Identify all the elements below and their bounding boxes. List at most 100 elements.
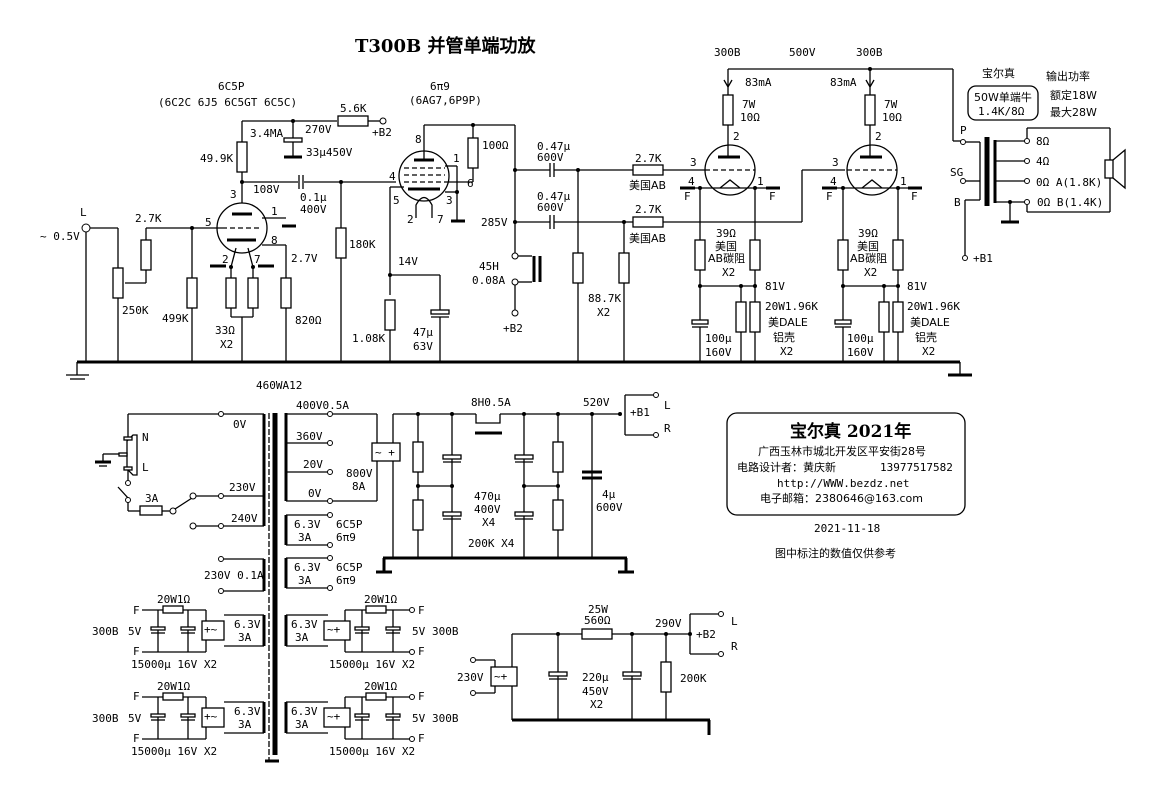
svg-text:560Ω: 560Ω — [584, 614, 611, 627]
svg-text:~+: ~+ — [327, 710, 341, 723]
svg-text:7W: 7W — [742, 98, 756, 111]
svg-text:230V: 230V — [457, 671, 484, 684]
svg-text:20W1.96K: 20W1.96K — [765, 300, 818, 313]
stage1-subs: (6C2C 6J5 6C5GT 6C5C) — [158, 96, 297, 109]
bridge-rectifier-icon — [371, 442, 401, 462]
credits-email[interactable]: 电子邮箱：2380646@163.com — [760, 491, 923, 505]
bridge-rectifier-icon — [201, 707, 225, 728]
svg-text:+B1: +B1 — [973, 252, 993, 265]
svg-text:3: 3 — [230, 188, 237, 201]
credits-address: 广西玉林市城北开发区平安街28号 — [758, 444, 926, 458]
schematic-title: T300B 并管单端功放 — [355, 35, 536, 57]
svg-text:5: 5 — [393, 194, 400, 207]
svg-text:F: F — [769, 190, 776, 203]
svg-text:8A: 8A — [352, 480, 366, 493]
svg-text:290V: 290V — [655, 617, 682, 630]
svg-text:50W单端牛: 50W单端牛 — [974, 90, 1032, 104]
svg-text:+B2: +B2 — [503, 322, 523, 335]
svg-text:F: F — [133, 645, 140, 658]
svg-text:F: F — [418, 604, 425, 617]
svg-text:美国AB: 美国AB — [629, 179, 666, 192]
svg-text:800V: 800V — [346, 467, 373, 480]
svg-text:R: R — [664, 422, 671, 435]
svg-text:5V: 5V — [128, 625, 142, 638]
svg-text:8: 8 — [415, 133, 422, 146]
credits-website[interactable]: http://WWW.bezdz.net — [777, 477, 909, 490]
filament-supply-right-2: 6.3V 3A ~+ 20W1Ω F 5V 300B F 15000μ 16V … — [284, 680, 459, 758]
svg-text:47μ: 47μ — [413, 326, 433, 339]
resistor-39r — [749, 239, 761, 271]
svg-text:3A: 3A — [295, 718, 309, 731]
resistor-5k6 — [337, 115, 369, 127]
svg-text:108V: 108V — [253, 183, 280, 196]
input-jack-icon[interactable] — [81, 223, 91, 233]
svg-text:39Ω: 39Ω — [716, 227, 736, 240]
svg-text:470μ: 470μ — [474, 490, 501, 503]
tube1-label: 300B — [714, 46, 741, 59]
voltage-selector[interactable] — [174, 497, 193, 510]
stage1-tube: 6C5P — [218, 80, 245, 93]
svg-text:L: L — [664, 399, 671, 412]
svg-text:2.7K: 2.7K — [635, 152, 662, 165]
svg-text:P: P — [960, 124, 967, 137]
svg-text:F: F — [133, 732, 140, 745]
svg-text:20W1Ω: 20W1Ω — [364, 593, 397, 606]
tube2-label: 300B — [856, 46, 883, 59]
svg-text:270V: 270V — [305, 123, 332, 136]
power-transformer-label: 460WA12 — [256, 379, 302, 392]
svg-text:100Ω: 100Ω — [482, 139, 509, 152]
resistor-2k7 — [140, 239, 152, 271]
svg-text:6.3V: 6.3V — [291, 618, 318, 631]
filament-supply-left-2: 20W1Ω F 300B 5V F 15000μ 16V X2 +~ 6.3V … — [92, 680, 266, 758]
resistor-1k96 — [892, 301, 904, 333]
resistor-10r — [864, 94, 876, 126]
svg-text:25W: 25W — [588, 603, 608, 616]
filament-supply-left-1: 20W1Ω F 300B 5V F 15000μ 16V X2 +~ 6.3V … — [92, 593, 266, 671]
svg-text:81V: 81V — [765, 280, 785, 293]
svg-text:3A: 3A — [295, 631, 309, 644]
svg-text:0V: 0V — [233, 418, 247, 431]
svg-text:3A: 3A — [238, 631, 252, 644]
credits-phone: 13977517582 — [880, 461, 953, 474]
svg-text:2.7V: 2.7V — [291, 252, 318, 265]
volume-pot[interactable] — [112, 267, 124, 299]
svg-text:1.4K/8Ω: 1.4K/8Ω — [978, 105, 1025, 118]
credits-box: 宝尔真 2021年 广西玉林市城北开发区平安街28号 电路设计者：黄庆新 139… — [726, 412, 966, 516]
resistor-39r — [837, 239, 849, 271]
svg-text:6C5P: 6C5P — [336, 561, 363, 574]
svg-text:5V: 5V — [128, 712, 142, 725]
fuse-3a — [139, 505, 163, 516]
svg-text:400V0.5A: 400V0.5A — [296, 399, 349, 412]
svg-text:美国: 美国 — [857, 240, 879, 253]
ot-brand: 宝尔真 — [982, 66, 1015, 80]
svg-text:10Ω: 10Ω — [882, 111, 902, 124]
input-jack-label: L — [80, 206, 87, 219]
svg-text:SG: SG — [950, 166, 963, 179]
svg-text:8H0.5A: 8H0.5A — [471, 396, 511, 409]
svg-text:820Ω: 820Ω — [295, 314, 322, 327]
svg-text:33μ450V: 33μ450V — [306, 146, 353, 159]
resistor-39r — [694, 239, 706, 271]
svg-text:1: 1 — [453, 152, 460, 165]
power-switch[interactable] — [117, 486, 129, 499]
svg-text:0V: 0V — [308, 487, 322, 500]
svg-text:美国: 美国 — [715, 240, 737, 253]
svg-text:2: 2 — [407, 213, 414, 226]
svg-text:额定18W: 额定18W — [1050, 88, 1097, 102]
svg-text:300B: 300B — [92, 625, 119, 638]
svg-text:X2: X2 — [864, 266, 877, 279]
svg-text:3A: 3A — [238, 718, 252, 731]
resistor-49k9 — [236, 141, 248, 173]
svg-text:N: N — [142, 431, 149, 444]
svg-text:15000μ 16V X2: 15000μ 16V X2 — [131, 658, 217, 671]
resistor-88k7 — [572, 252, 584, 284]
b-plus-label: 500V — [789, 46, 816, 59]
svg-text:3A: 3A — [298, 531, 312, 544]
svg-text:X2: X2 — [220, 338, 233, 351]
svg-text:3: 3 — [446, 194, 453, 207]
svg-text:F: F — [418, 732, 425, 745]
svg-text:160V: 160V — [705, 346, 732, 359]
svg-text:F: F — [684, 190, 691, 203]
svg-text:F: F — [133, 604, 140, 617]
svg-text:F: F — [826, 190, 833, 203]
